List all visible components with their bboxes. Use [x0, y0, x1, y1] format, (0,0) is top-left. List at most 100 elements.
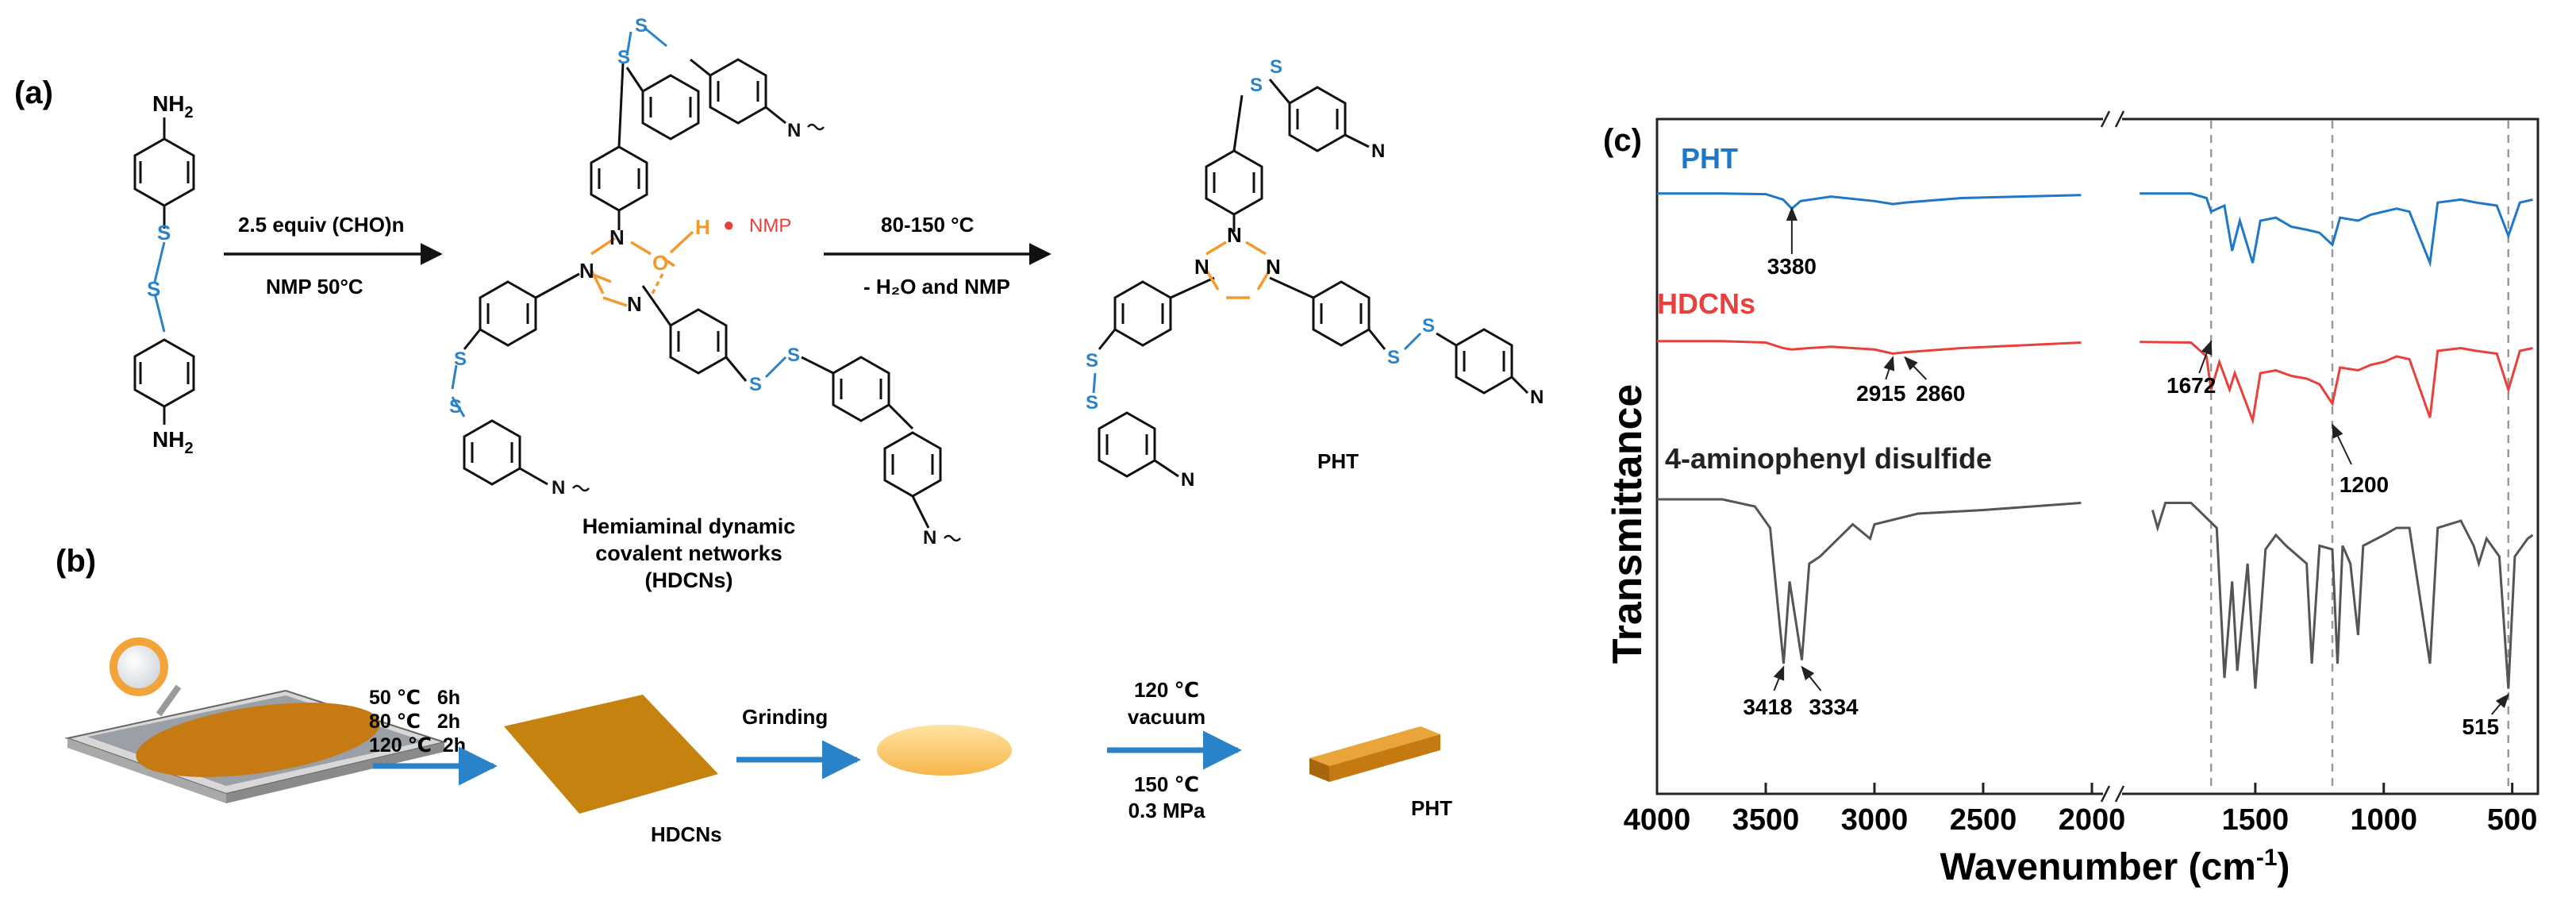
casting-tray-illustration [64, 637, 448, 803]
annotation-label-2860: 2860 [1916, 381, 1965, 406]
series-line-hdcns-low [2140, 341, 2533, 425]
press-pressure: 0.3 MPa [1128, 799, 1205, 822]
x-tick-label: 2500 [1950, 803, 2017, 837]
axis-break-mark-b-0 [2114, 110, 2125, 128]
pht-structure [1092, 79, 1529, 478]
panel-c-label: (c) [1603, 123, 1642, 158]
reactant-nh2-top: NH2 [152, 91, 194, 121]
pht-n-end-2: N [1181, 469, 1194, 491]
reactant-nh2-bottom: NH2 [152, 427, 194, 457]
hdcn-n-end-3: N [923, 527, 936, 549]
x-tick-label: 4000 [1624, 803, 1691, 837]
annotation-label-1672: 1672 [2167, 373, 2216, 398]
plot-frame [1655, 117, 2539, 795]
hdcn-s-4: S [449, 396, 462, 418]
reactant-structure [133, 117, 195, 425]
series-line-4-aminophenyl-disulfide-high [1657, 498, 2082, 664]
hdcn-s-6: S [787, 345, 800, 366]
panel-a: (a) NH2 S S NH2 2.5 equiv (CHO)n NMP 50°… [14, 15, 1544, 592]
grinding-label: Grinding [742, 705, 828, 729]
series-line-pht-high [1657, 192, 2082, 210]
cure-step-2: 80 ℃ 2h [369, 710, 460, 733]
y-axis-label: Transmittance [1605, 384, 1651, 664]
pht-bar [1309, 726, 1440, 782]
axis-break-mark-a-0 [2100, 110, 2111, 128]
hdcn-caption-line-3: (HDCNs) [645, 568, 733, 592]
x-tick-label: 500 [2487, 803, 2537, 837]
pht-n-end-1: N [1371, 141, 1385, 162]
hdcn-h: H [695, 215, 710, 239]
annotation-arrow-2860 [1904, 356, 1928, 380]
annotation-label-515: 515 [2462, 714, 2499, 739]
reactant-s1: S [157, 221, 171, 245]
panel-b-label: (b) [56, 544, 96, 579]
pht-label: PHT [1317, 449, 1359, 473]
series-line-pht-low [2140, 192, 2533, 268]
x-tick-label: 1000 [2350, 803, 2417, 837]
hdcn-s-1: S [617, 47, 630, 68]
hdcn-caption-line-1: Hemiaminal dynamic [582, 514, 796, 538]
pht-s-5: S [1387, 347, 1400, 368]
step1-condition: NMP 50°C [266, 275, 363, 298]
hdcn-caption: Hemiaminal dynamic covalent networks (HD… [582, 514, 796, 592]
annotation-arrow-515 [2491, 693, 2509, 715]
annotation-arrow-3418 [1773, 665, 1785, 691]
pht-s-2: S [1270, 56, 1282, 78]
hdcn-s-3: S [454, 348, 467, 370]
x-axis-label: Wavenumber (cm-1) [1940, 845, 2290, 888]
annotation-label-3418: 3418 [1743, 695, 1792, 719]
hdcn-n-end-1: N [787, 120, 801, 141]
hdcn-n-end-2: N [552, 477, 565, 499]
axis-break-mark-a-1 [2100, 785, 2111, 803]
panel-b: (b) 50 ℃ 6h 80 ℃ 2h 120 ℃ 2h HDCNs Grind… [56, 544, 1452, 846]
annotation-arrow-3334 [1801, 665, 1822, 691]
cure-conditions: 50 ℃ 6h 80 ℃ 2h 120 ℃ 2h [369, 687, 466, 757]
series-label-2: 4-aminophenyl disulfide [1665, 442, 1992, 475]
pht-n-top: N [1227, 223, 1242, 247]
step2-byproducts: - H₂O and NMP [863, 275, 1010, 298]
pht-s-4: S [1086, 392, 1098, 414]
press-conditions: 120 ℃ vacuum 150 ℃ 0.3 MPa [1128, 678, 1205, 822]
hdcn-nmp: NMP [749, 215, 791, 237]
hdcn-sheet [504, 695, 718, 814]
hdcn-n-bottom: N [627, 292, 642, 316]
hdcn-caption-line-2: covalent networks [595, 541, 782, 565]
annotation-label-3380: 3380 [1767, 254, 1817, 279]
annotation-label-2915: 2915 [1856, 381, 1905, 406]
series-label-0: PHT [1681, 142, 1738, 175]
hdcn-oh-bond [669, 230, 694, 254]
series-line-4-aminophenyl-disulfide-low [2151, 502, 2534, 689]
pht-s-6: S [1422, 315, 1435, 337]
hdcn-wavy-3 [944, 534, 961, 542]
step1-reagent: 2.5 equiv (CHO)n [238, 213, 404, 237]
annotation-label-3334: 3334 [1809, 695, 1859, 719]
hdcn-s-5: S [749, 374, 762, 395]
reactant-s2: S [147, 277, 160, 301]
hdcn-wavy-2 [572, 484, 590, 492]
powder-pile [877, 725, 1012, 776]
hdcn-o: O [652, 251, 668, 275]
cure-step-1: 50 ℃ 6h [369, 687, 460, 709]
axis-break-gap-0 [2103, 114, 2122, 124]
annotation-label-1200: 1200 [2340, 472, 2389, 497]
pht-bar-label: PHT [1411, 796, 1452, 820]
series-line-hdcns-high [1657, 340, 2082, 356]
hdcn-nmp-bullet: • [724, 209, 734, 241]
annotation-arrow-1672 [2198, 340, 2213, 374]
x-tick-label: 2000 [2059, 803, 2126, 837]
press-temp-2: 150 ℃ [1134, 772, 1199, 796]
pht-s-1: S [1250, 75, 1263, 96]
panel-a-label: (a) [14, 75, 53, 110]
pht-s-3: S [1086, 350, 1098, 372]
pht-n-end-3: N [1530, 387, 1544, 408]
press-vacuum: vacuum [1128, 705, 1205, 729]
pht-triazine-ring [1205, 241, 1271, 299]
x-tick-label: 3000 [1841, 803, 1909, 837]
pht-n-left: N [1194, 255, 1209, 279]
hdcn-hemiaminal-ring [590, 237, 675, 307]
x-tick-label: 3500 [1732, 803, 1800, 837]
hdcn-structure [451, 26, 942, 529]
hdcn-n-top: N [609, 225, 625, 249]
